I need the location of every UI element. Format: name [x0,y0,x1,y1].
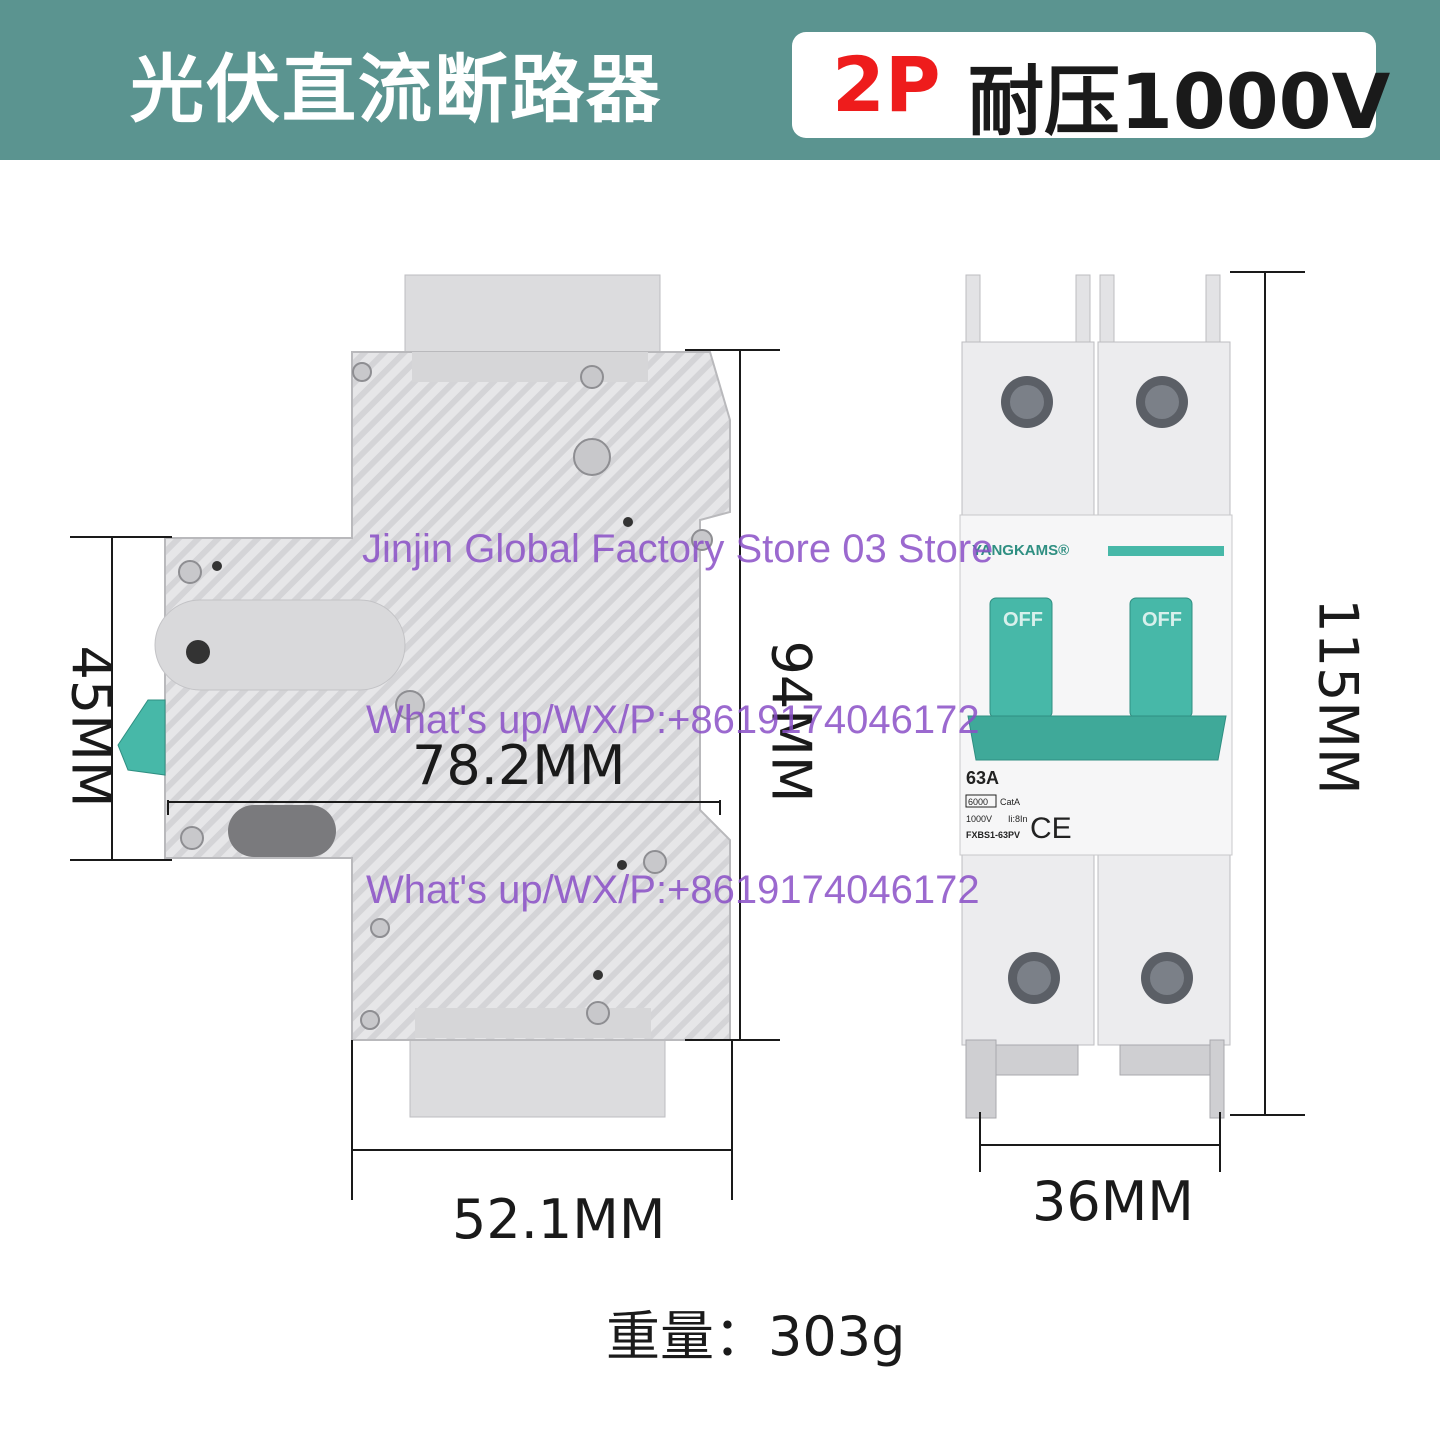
brand-stripe [1108,546,1224,556]
front-bottom-clips [965,1039,1225,1119]
bottom-rail [409,1034,666,1118]
weight-label: 重量：303g [606,1305,906,1368]
voltage-rating: 耐压1000V [968,57,1391,146]
handle-right-text: OFF [1142,609,1182,631]
dc-voltage: 1000V [966,814,992,824]
handle-left-text: OFF [1003,609,1043,631]
terminal-screws [1001,376,1193,1004]
side-lever [117,699,166,776]
spec-pill: 2P 耐压1000V [792,32,1390,146]
dim-length-78: 78.2MM [412,734,626,797]
product-title: 光伏直流断路器 [130,47,662,133]
pole-left-lower [961,854,1095,1046]
front-dimension-lines [979,271,1305,1172]
dim-mount-52: 52.1MM [452,1188,666,1251]
side-dimension-lines [70,349,780,1200]
side-view [117,274,731,1118]
brand-text: YANGKAMS® [972,542,1069,559]
grey-pad [228,805,336,857]
model-number: FXBS1-63PV [966,830,1020,840]
top-clip [412,352,648,382]
watermark-store: Jinjin Global Factory Store 03 Store [362,527,994,571]
pivot-hole [186,640,210,664]
handle-tie-bar [967,715,1227,761]
trip-rating: Ii:8In [1008,814,1028,824]
side-dots [212,517,633,980]
rating-box: 6000 [968,797,988,807]
current-rating: 63A [966,768,999,788]
dim-height-45: 45MM [59,645,123,808]
front-view [959,274,1233,1119]
watermark-contact-2: What's up/WX/P:+8619174046172 [366,868,980,912]
pole-right-lower [1097,854,1231,1046]
side-screws [178,362,713,1030]
header-bar: 光伏直流断路器 2P 耐压1000V [0,0,1440,160]
top-rail [404,274,661,356]
poles-label: 2P [832,40,941,129]
side-body [164,351,731,1041]
bottom-clip [415,1008,651,1038]
handle-boss [154,599,406,691]
front-top-fins [965,274,1221,351]
dim-width-36: 36MM [1032,1170,1194,1233]
dim-height-115: 115MM [1306,598,1370,795]
ce-mark: CE [1030,812,1072,845]
watermark-contact-1: What's up/WX/P:+8619174046172 [366,698,980,742]
front-label-text: YANGKAMS® OFF OFF 63A 6000 CatA 1000V Ii… [965,542,1182,845]
category: CatA [1000,797,1020,807]
